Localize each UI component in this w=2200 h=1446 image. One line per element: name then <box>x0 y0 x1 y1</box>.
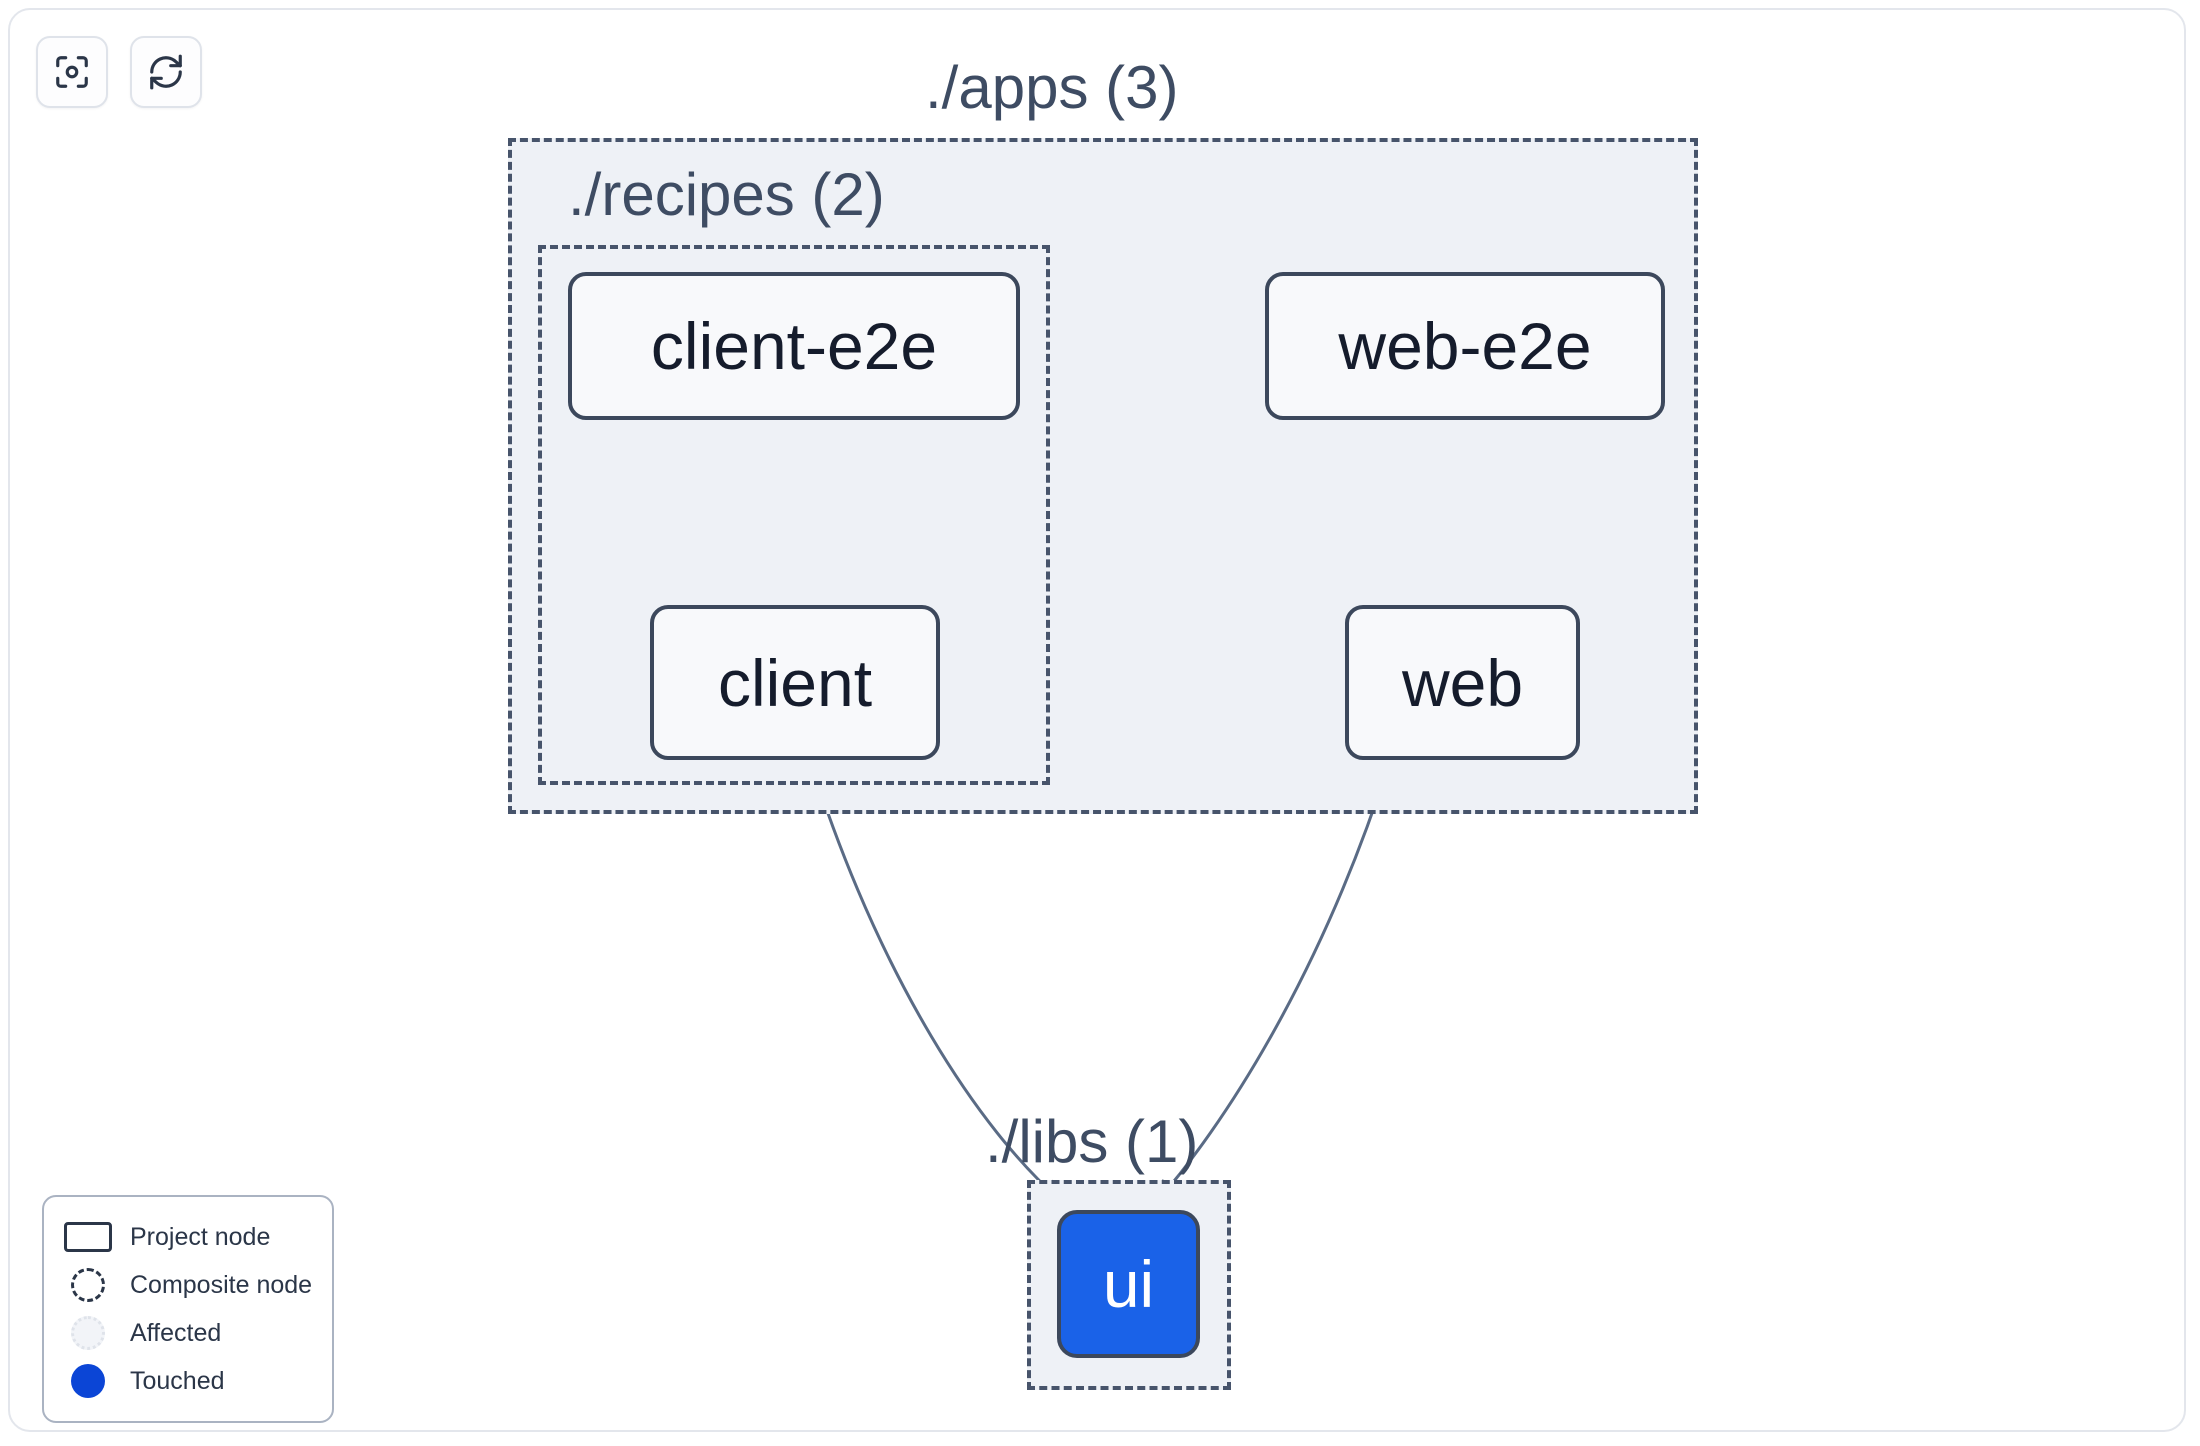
edge-client-to-ui <box>808 759 1062 1202</box>
legend-label-affected: Affected <box>130 1318 222 1347</box>
composite-node-swatch <box>62 1268 114 1302</box>
graph-toolbar <box>36 36 202 108</box>
focus-graph-button[interactable] <box>36 36 108 108</box>
affected-swatch <box>62 1316 114 1350</box>
group-label-libs: ./libs (1) <box>985 1108 1199 1175</box>
legend-item-composite-node: Composite node <box>62 1261 314 1309</box>
graph-legend: Project node Composite node Affected Tou… <box>42 1195 334 1423</box>
project-node-swatch <box>62 1222 114 1252</box>
refresh-graph-button[interactable] <box>130 36 202 108</box>
refresh-icon <box>147 53 185 91</box>
legend-label-touched: Touched <box>130 1366 225 1395</box>
project-node-web[interactable]: web <box>1345 605 1580 760</box>
edge-web-to-ui <box>1156 759 1392 1202</box>
group-label-apps: ./apps (3) <box>925 54 1179 121</box>
project-node-web-e2e[interactable]: web-e2e <box>1265 272 1665 420</box>
legend-label-composite-node: Composite node <box>130 1270 313 1299</box>
legend-item-project-node: Project node <box>62 1213 314 1261</box>
group-label-recipes: ./recipes (2) <box>568 161 885 228</box>
legend-label-project-node: Project node <box>130 1222 271 1251</box>
focus-icon <box>53 53 91 91</box>
project-node-ui[interactable]: ui <box>1057 1210 1200 1358</box>
legend-item-affected: Affected <box>62 1309 314 1357</box>
legend-item-touched: Touched <box>62 1357 314 1405</box>
touched-swatch <box>62 1364 114 1398</box>
project-node-client-e2e[interactable]: client-e2e <box>568 272 1020 420</box>
project-node-client[interactable]: client <box>650 605 940 760</box>
